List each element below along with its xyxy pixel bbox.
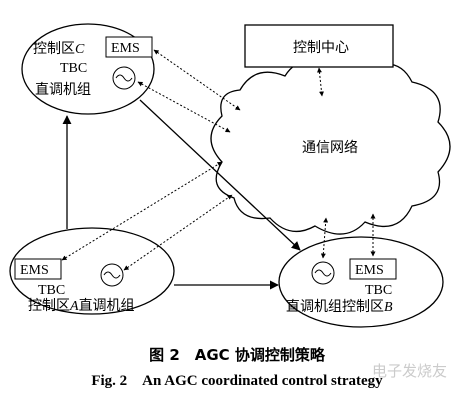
figure-caption-zh: 图 2 AGC 协调控制策略 <box>149 346 325 364</box>
zone-c-ems-label: EMS <box>111 41 140 56</box>
zone-a-label: 控制区A直调机组 <box>28 297 135 314</box>
dotted-link-c-unit-network <box>137 81 231 133</box>
zone-c-ems-box <box>105 36 153 58</box>
zone-a-tbc-label: TBC <box>38 283 65 298</box>
control-center-box <box>244 24 394 68</box>
zone-b-ems-label: EMS <box>355 263 384 278</box>
generator-icon <box>311 261 335 285</box>
dotted-link-b-unit-network <box>320 217 329 259</box>
generator-icon <box>112 66 136 90</box>
control-center-label: 控制中心 <box>293 40 349 56</box>
generator-icon <box>100 263 124 287</box>
network-label: 通信网络 <box>302 140 358 156</box>
zone-c-tbc-label: TBC <box>60 61 87 76</box>
zone-b-ellipse <box>278 236 444 328</box>
dotted-link-c-ems-network <box>153 49 241 111</box>
zone-b-label: 直调机组控制区B <box>286 298 393 315</box>
watermark: 电子发烧友 <box>372 362 448 380</box>
zone-b-tbc-label: TBC <box>365 283 392 298</box>
figure-caption-en: Fig. 2 An AGC coordinated control strate… <box>91 373 383 389</box>
zone-a-ems-box <box>14 258 62 280</box>
zone-b-ems-box <box>349 258 397 280</box>
zone-c-label: 控制区C <box>33 41 85 57</box>
agc-diagram: 通信网络 控制中心 控制区C EMS TBC 直调机组 EMS TBC 控制区A… <box>9 23 451 328</box>
dotted-link-center-network <box>316 67 325 97</box>
dotted-link-a-unit-network <box>123 194 233 271</box>
zone-a-ems-label: EMS <box>20 263 49 278</box>
zone-c-unit-label: 直调机组 <box>35 81 91 98</box>
